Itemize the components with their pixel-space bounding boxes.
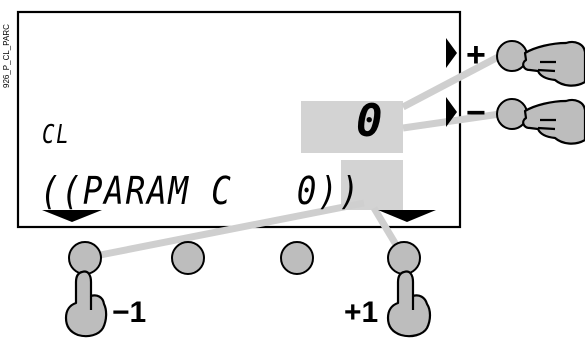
pointing-hand-button1-icon — [64, 270, 108, 338]
lcd-param-line: ((PARAM C 0)) — [40, 169, 361, 213]
figure-code: 926_P_CL_PARC — [2, 24, 11, 88]
plus-symbol: + — [466, 36, 486, 74]
button-4[interactable] — [387, 241, 421, 275]
increment-label: +1 — [344, 296, 379, 329]
connector-minus — [402, 110, 501, 132]
lcd-code-line: CL — [42, 120, 71, 150]
arrow-up-marker-icon — [446, 38, 457, 68]
right-down-arrow-icon — [378, 210, 436, 222]
arrow-down-marker-icon — [446, 97, 457, 127]
left-down-arrow-wide-icon — [42, 210, 102, 222]
button-1[interactable] — [68, 241, 102, 275]
decrement-label: −1 — [112, 296, 147, 329]
value-highlight — [301, 101, 403, 153]
pointing-hand-plus-icon — [522, 40, 585, 87]
lcd-value: 0 — [356, 96, 383, 147]
minus-symbol: − — [466, 94, 486, 132]
connector-left-button — [84, 199, 365, 262]
button-2[interactable] — [171, 241, 205, 275]
connector-plus — [401, 52, 502, 111]
pointing-hand-minus-icon — [522, 98, 585, 145]
pointing-hand-button4-icon — [386, 270, 432, 338]
button-3[interactable] — [280, 241, 314, 275]
param-value-highlight — [341, 160, 403, 210]
